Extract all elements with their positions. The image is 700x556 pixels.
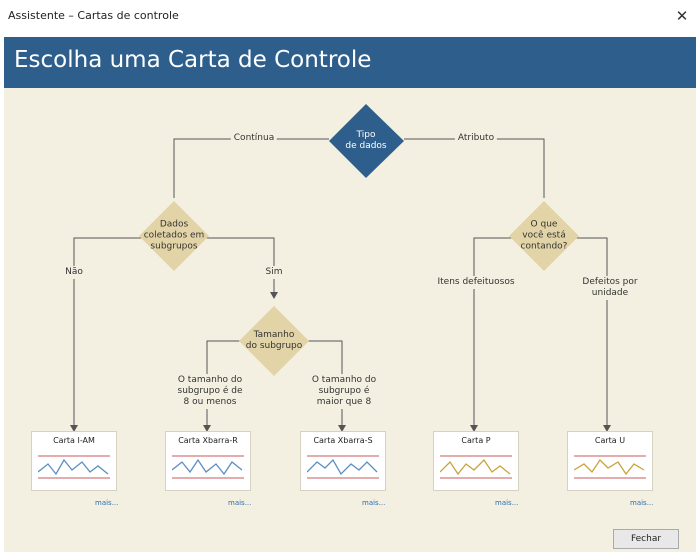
chart-card-i-am[interactable]: Carta I-AM [31,431,117,491]
more-link-u[interactable]: mais... [630,499,654,507]
title-bar: Assistente – Cartas de controle ✕ [0,0,700,34]
card-title: Carta P [461,436,491,445]
connector-defects [574,237,611,432]
chart-card-xbarra-s[interactable]: Carta Xbarra-S [300,431,386,491]
diamond-data-type [329,104,404,178]
diamond-subgroups [139,201,209,271]
more-link-xbarra-r[interactable]: mais... [228,499,252,507]
xbarra-r-chart-icon [172,455,244,479]
card-title: Carta Xbarra-R [178,436,238,445]
subgroups-question: Dados coletados em subgrupos [143,219,205,252]
attribute-label: Atributo [454,133,498,144]
defects-label: Defeitos por unidade [580,276,640,300]
page-title: Escolha uma Carta de Controle [14,47,372,73]
size-gt8-label: O tamanho do subgrupo é maior que 8 [309,374,379,409]
diamond-counting [509,201,579,271]
chart-card-xbarra-r[interactable]: Carta Xbarra-R [165,431,251,491]
chart-card-u[interactable]: Carta U [567,431,653,491]
counting-question: O que você está contando? [520,219,568,252]
more-link-p[interactable]: mais... [495,499,519,507]
flowchart-canvas: Tipo de dados Dados coletados em subgrup… [4,88,696,552]
diamond-subgroup-size [239,306,309,376]
card-title: Carta U [594,436,626,445]
chart-card-p[interactable]: Carta P [433,431,519,491]
defectives-label: Itens defeituosos [435,276,517,289]
subgroup-size-question: Tamanho do subgrupo [245,330,303,351]
p-chart-icon [440,455,512,479]
more-link-xbarra-s[interactable]: mais... [362,499,386,507]
header-banner: Escolha uma Carta de Controle [4,37,696,88]
close-button[interactable]: Fechar [613,529,679,549]
size-le8-label: O tamanho do subgrupo é de 8 ou menos [175,374,245,409]
close-icon[interactable]: ✕ [675,7,689,25]
connector-defectives [470,237,514,432]
connector-no [70,237,144,432]
data-type-label: Tipo de dados [345,130,387,151]
no-label: Não [63,266,85,279]
connector-root-left [173,138,329,198]
flowchart-connectors [70,104,611,432]
yes-label: Sim [263,266,285,279]
window-title: Assistente – Cartas de controle [8,9,179,22]
xbarra-s-chart-icon [307,455,379,479]
card-title: Carta I-AM [53,436,95,445]
i-am-chart-icon [38,455,110,479]
u-chart-icon [574,455,646,479]
card-title: Carta Xbarra-S [313,436,373,445]
more-link-i-am[interactable]: mais... [95,499,119,507]
connector-root-right [404,138,545,198]
continuous-label: Contínua [230,133,278,144]
